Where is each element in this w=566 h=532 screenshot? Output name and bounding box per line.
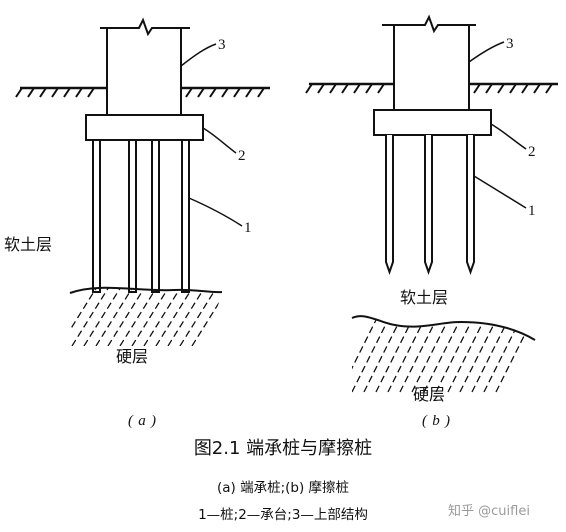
piles-b — [385, 135, 475, 276]
figure-caption-legend: 1—桩;2—承台;3—上部结构 — [198, 507, 368, 523]
hard-layer-a — [69, 286, 223, 346]
callout-2-a: 2 — [238, 148, 246, 164]
figure-caption-title: 图2.1 端承桩与摩擦桩 — [193, 438, 373, 459]
piles-a — [92, 139, 190, 293]
callout-1-b: 1 — [528, 203, 536, 219]
pile-a-3 — [151, 139, 160, 293]
soft-soil-label-a: 软土层 — [4, 235, 52, 254]
pile-cap-b — [373, 109, 492, 136]
pile-b-2 — [424, 135, 433, 276]
subfigure-label-b: (b) — [422, 413, 450, 429]
soft-soil-label-b: 软土层 — [400, 288, 448, 307]
superstructure-b — [382, 14, 476, 110]
watermark: 知乎 @cuiflei — [448, 504, 530, 519]
diagram-b: 3 2 1 软土层 硬层 (b) — [305, 14, 558, 429]
pile-a-2 — [128, 139, 137, 293]
leader-lines-a — [180, 43, 243, 227]
pile-b-3 — [466, 135, 475, 276]
diagram-a: 3 2 1 软土层 硬层 (a) — [4, 17, 270, 429]
leader-lines-b — [468, 41, 527, 209]
pile-a-4 — [181, 139, 190, 293]
callout-3-a: 3 — [218, 37, 226, 53]
hard-layer-label-b: 硬层 — [413, 385, 445, 404]
subfigure-label-a: (a) — [128, 413, 156, 429]
figure-caption-subtitle: (a) 端承桩;(b) 摩擦桩 — [216, 480, 350, 496]
ground-hatch-a — [15, 87, 265, 98]
hard-layer-b — [351, 315, 536, 393]
pile-cap-a — [85, 114, 204, 141]
superstructure-a — [100, 17, 190, 115]
callout-1-a: 1 — [244, 220, 252, 236]
pile-b-1 — [385, 135, 394, 276]
pile-a-1 — [92, 139, 101, 293]
callout-3-b: 3 — [506, 36, 514, 52]
callout-2-b: 2 — [528, 144, 536, 160]
hard-layer-label-a: 硬层 — [116, 347, 148, 366]
ground-hatch-b — [305, 83, 553, 94]
